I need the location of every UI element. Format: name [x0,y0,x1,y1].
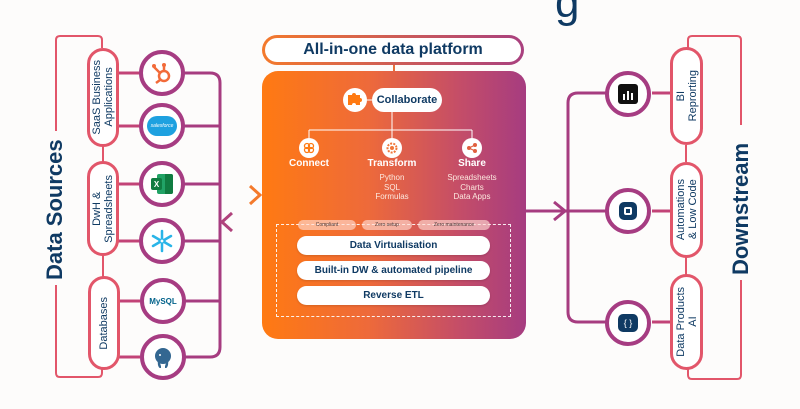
group-automations-low-code[interactable]: Automations & Low Code [670,162,703,258]
transform-item: Formulas [375,192,409,201]
transform-item: SQL [383,183,400,192]
source-excel[interactable]: X [139,161,185,207]
source-mysql[interactable]: MySQL [140,278,186,324]
tag-zero-maintenance: Zero maintenance [418,220,490,230]
platform-title: All-in-one data platform [262,35,524,65]
layer-builtin-dw[interactable]: Built-in DW & automated pipeline [297,261,490,280]
snowflake-icon [151,229,173,253]
code-brackets-icon: { } [618,314,638,332]
hubspot-icon [152,63,171,84]
source-snowflake[interactable] [139,218,185,264]
source-postgresql[interactable] [140,334,186,380]
downstream-data-products[interactable]: { } [605,300,651,346]
connect-icon [299,138,319,158]
mysql-icon: MySQL [149,296,177,306]
collaborate-button[interactable]: Collaborate [372,88,442,112]
salesforce-icon: salesforce [147,116,177,136]
group-databases[interactable]: Databases [88,276,120,370]
automation-icon [619,202,637,220]
downstream-automation[interactable] [605,188,651,234]
heading-fragment: g [555,0,580,27]
share-item: Data Apps [453,192,491,201]
gear-brain-icon [382,138,402,158]
tag-zero-setup: Zero setup [362,220,412,230]
share-item: Charts [460,183,484,192]
layer-data-virtualisation[interactable]: Data Virtualisation [297,236,490,255]
group-bi-reporting[interactable]: BI Reprorting [670,47,703,145]
share-item: Spreadsheets [447,173,497,182]
feature-share-title: Share [458,158,486,169]
group-data-products-ai[interactable]: Data Products AI [670,274,703,370]
sources-bracket-top [55,35,103,131]
tag-compliant: Compliant [298,220,356,230]
layer-reverse-etl[interactable]: Reverse ETL [297,286,490,305]
sources-bracket-bottom [55,285,103,378]
group-saas-apps[interactable]: SaaS Business Applications [87,48,119,147]
source-hubspot[interactable] [139,50,185,96]
source-salesforce[interactable]: salesforce [139,103,185,149]
group-dwh-spreadsheets[interactable]: DwH & Spreadsheets [87,161,119,256]
puzzle-icon [343,88,367,112]
postgresql-icon [155,348,171,368]
transform-item: Python [379,173,405,182]
power-bi-icon [618,84,638,104]
feature-transform-title: Transform [367,158,417,169]
share-icon [462,138,482,158]
downstream-power-bi[interactable] [605,71,651,117]
excel-icon: X [151,173,173,195]
feature-connect-title: Connect [289,158,329,169]
